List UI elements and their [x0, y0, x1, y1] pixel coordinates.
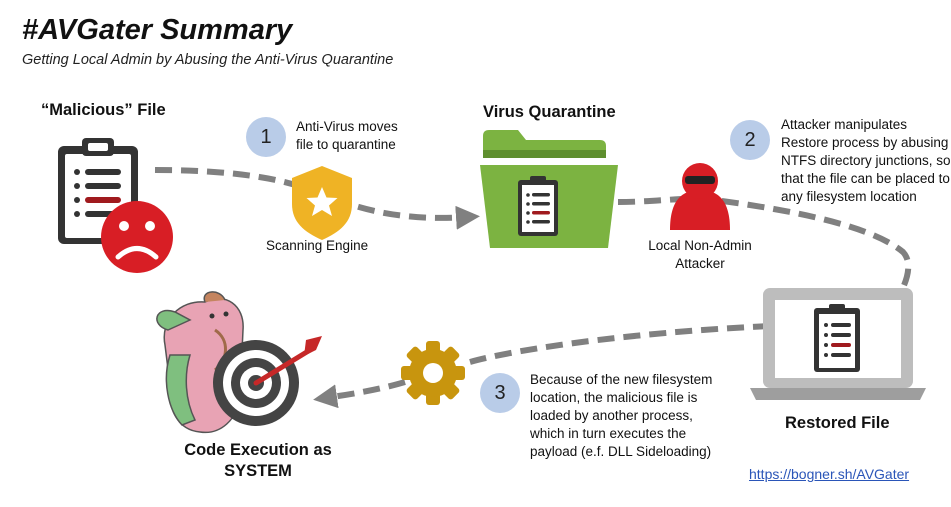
- attacker-label-line-1: Local Non-Admin: [648, 238, 752, 253]
- code-execution-label: Code Execution as SYSTEM: [172, 440, 344, 482]
- arrow-restore-to-gear: [469, 322, 797, 365]
- malicious-file-label: “Malicious” File: [41, 101, 166, 119]
- code-execution-line-1: Code Execution as: [184, 441, 332, 459]
- step-3-line: Because of the new filesystem: [530, 372, 713, 387]
- code-execution-line-2: SYSTEM: [224, 462, 292, 480]
- step-3-line: loaded by another process,: [530, 408, 693, 423]
- step-2-number: 2: [744, 129, 756, 151]
- laptop-icon: [750, 288, 926, 400]
- step-2-line: Restore process by abusing: [781, 135, 949, 150]
- step-1-line: Anti-Virus moves: [296, 119, 398, 134]
- step-2-line: any filesystem location: [781, 189, 917, 204]
- sad-face-icon: [101, 201, 173, 273]
- restored-file-label: Restored File: [785, 414, 890, 432]
- step-3-line: payload (e.f. DLL Sideloading): [530, 444, 712, 459]
- folder-icon: [480, 130, 618, 248]
- step-1-badge: [246, 117, 286, 157]
- shield-star-icon: [292, 166, 352, 240]
- page-subtitle: Getting Local Admin by Abusing the Anti-…: [22, 52, 394, 68]
- gear-icon: [401, 341, 465, 405]
- step-2-line: NTFS directory junctions, so: [781, 153, 951, 168]
- step-3-line: location, the malicious file is: [530, 390, 698, 405]
- hacker-icon: [670, 163, 730, 230]
- step-3-text: Because of the new filesystem location, …: [530, 371, 712, 461]
- step-1-text: Anti-Virus moves file to quarantine: [296, 118, 398, 154]
- virus-quarantine-label: Virus Quarantine: [483, 103, 616, 121]
- step-3-line: which in turn executes the: [530, 426, 687, 441]
- step-1-number: 1: [260, 126, 272, 148]
- step-3-number: 3: [494, 382, 506, 404]
- step-2-line: that the file can be placed to: [781, 171, 950, 186]
- attacker-label: Local Non-Admin Attacker: [648, 237, 752, 273]
- step-1-line: file to quarantine: [296, 137, 396, 152]
- step-2-line: Attacker manipulates: [781, 117, 908, 132]
- step-2-text: Attacker manipulates Restore process by …: [781, 116, 951, 206]
- page-title: #AVGater Summary: [22, 14, 293, 46]
- arrow-gear-to-target: [313, 379, 406, 409]
- scanning-engine-label: Scanning Engine: [266, 238, 369, 253]
- step-2-badge: [730, 120, 770, 160]
- attacker-label-line-2: Attacker: [675, 256, 725, 271]
- target-icon: [213, 336, 322, 426]
- avgater-link[interactable]: https://bogner.sh/AVGater: [749, 466, 910, 482]
- step-3-badge: [480, 373, 520, 413]
